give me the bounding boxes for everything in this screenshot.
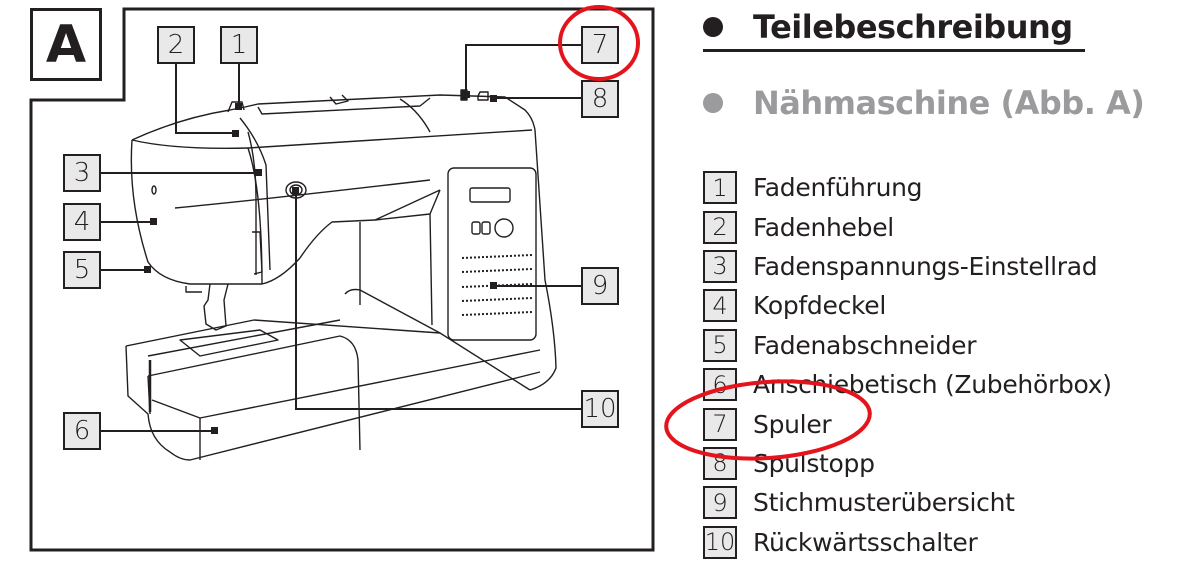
part-number: 10 bbox=[703, 525, 737, 559]
part-number: 6 bbox=[703, 368, 737, 402]
part-item-9: 9 Stichmusterübersicht bbox=[703, 483, 1112, 522]
part-number: 2 bbox=[703, 210, 737, 244]
part-label: Fadenabschneider bbox=[753, 330, 977, 360]
part-item-6: 6 Anschiebetisch (Zubehörbox) bbox=[703, 365, 1112, 404]
part-item-4: 4 Kopfdeckel bbox=[703, 286, 1112, 325]
part-label: Rückwärtsschalter bbox=[753, 527, 978, 557]
figure-label: A bbox=[30, 8, 102, 81]
part-label: Spulstopp bbox=[753, 448, 875, 478]
figure-a: A 2 1 3 4 5 6 7 8 9 10 bbox=[29, 7, 655, 552]
part-label: Fadenhebel bbox=[753, 212, 894, 242]
bullet-icon bbox=[703, 93, 723, 113]
bullet-icon bbox=[703, 17, 723, 37]
section-heading: Teilebeschreibung bbox=[703, 8, 1073, 46]
part-item-2: 2 Fadenhebel bbox=[703, 207, 1112, 246]
callout-6: 6 bbox=[63, 412, 101, 450]
parts-list: 1 Fadenführung 2 Fadenhebel 3 Fadenspannung… bbox=[703, 168, 1112, 562]
part-number: 7 bbox=[703, 407, 737, 441]
callout-2: 2 bbox=[157, 26, 195, 64]
part-label: Fadenspannungs-Einstellrad bbox=[753, 251, 1098, 281]
part-number: 9 bbox=[703, 486, 737, 520]
part-label: Stichmusterübersicht bbox=[753, 488, 1015, 518]
part-label: Kopfdeckel bbox=[753, 291, 887, 321]
part-label: Spuler bbox=[753, 409, 832, 439]
part-number: 4 bbox=[703, 289, 737, 323]
part-number: 1 bbox=[703, 171, 737, 205]
part-number: 5 bbox=[703, 328, 737, 362]
part-item-7: 7 Spuler bbox=[703, 404, 1112, 443]
part-number: 8 bbox=[703, 446, 737, 480]
callout-4: 4 bbox=[63, 203, 101, 241]
part-item-3: 3 Fadenspannungs-Einstellrad bbox=[703, 247, 1112, 286]
part-label: Fadenführung bbox=[753, 173, 923, 203]
callout-8: 8 bbox=[581, 80, 619, 118]
heading-text: Teilebeschreibung bbox=[753, 8, 1073, 46]
subsection-heading: Nähmaschine (Abb. A) bbox=[703, 84, 1145, 122]
part-item-10: 10 Rückwärtsschalter bbox=[703, 523, 1112, 562]
callout-7: 7 bbox=[581, 26, 619, 64]
part-item-1: 1 Fadenführung bbox=[703, 168, 1112, 207]
callout-5: 5 bbox=[63, 251, 101, 289]
heading-underline bbox=[703, 49, 1085, 52]
callout-1: 1 bbox=[220, 26, 258, 64]
part-label: Anschiebetisch (Zubehörbox) bbox=[753, 370, 1112, 400]
part-item-5: 5 Fadenabschneider bbox=[703, 326, 1112, 365]
part-number: 3 bbox=[703, 249, 737, 283]
subheading-text: Nähmaschine (Abb. A) bbox=[753, 84, 1145, 122]
sewing-machine-illustration bbox=[29, 7, 655, 552]
callout-10: 10 bbox=[581, 390, 619, 428]
callout-9: 9 bbox=[581, 267, 619, 305]
callout-3: 3 bbox=[63, 154, 101, 192]
part-item-8: 8 Spulstopp bbox=[703, 444, 1112, 483]
